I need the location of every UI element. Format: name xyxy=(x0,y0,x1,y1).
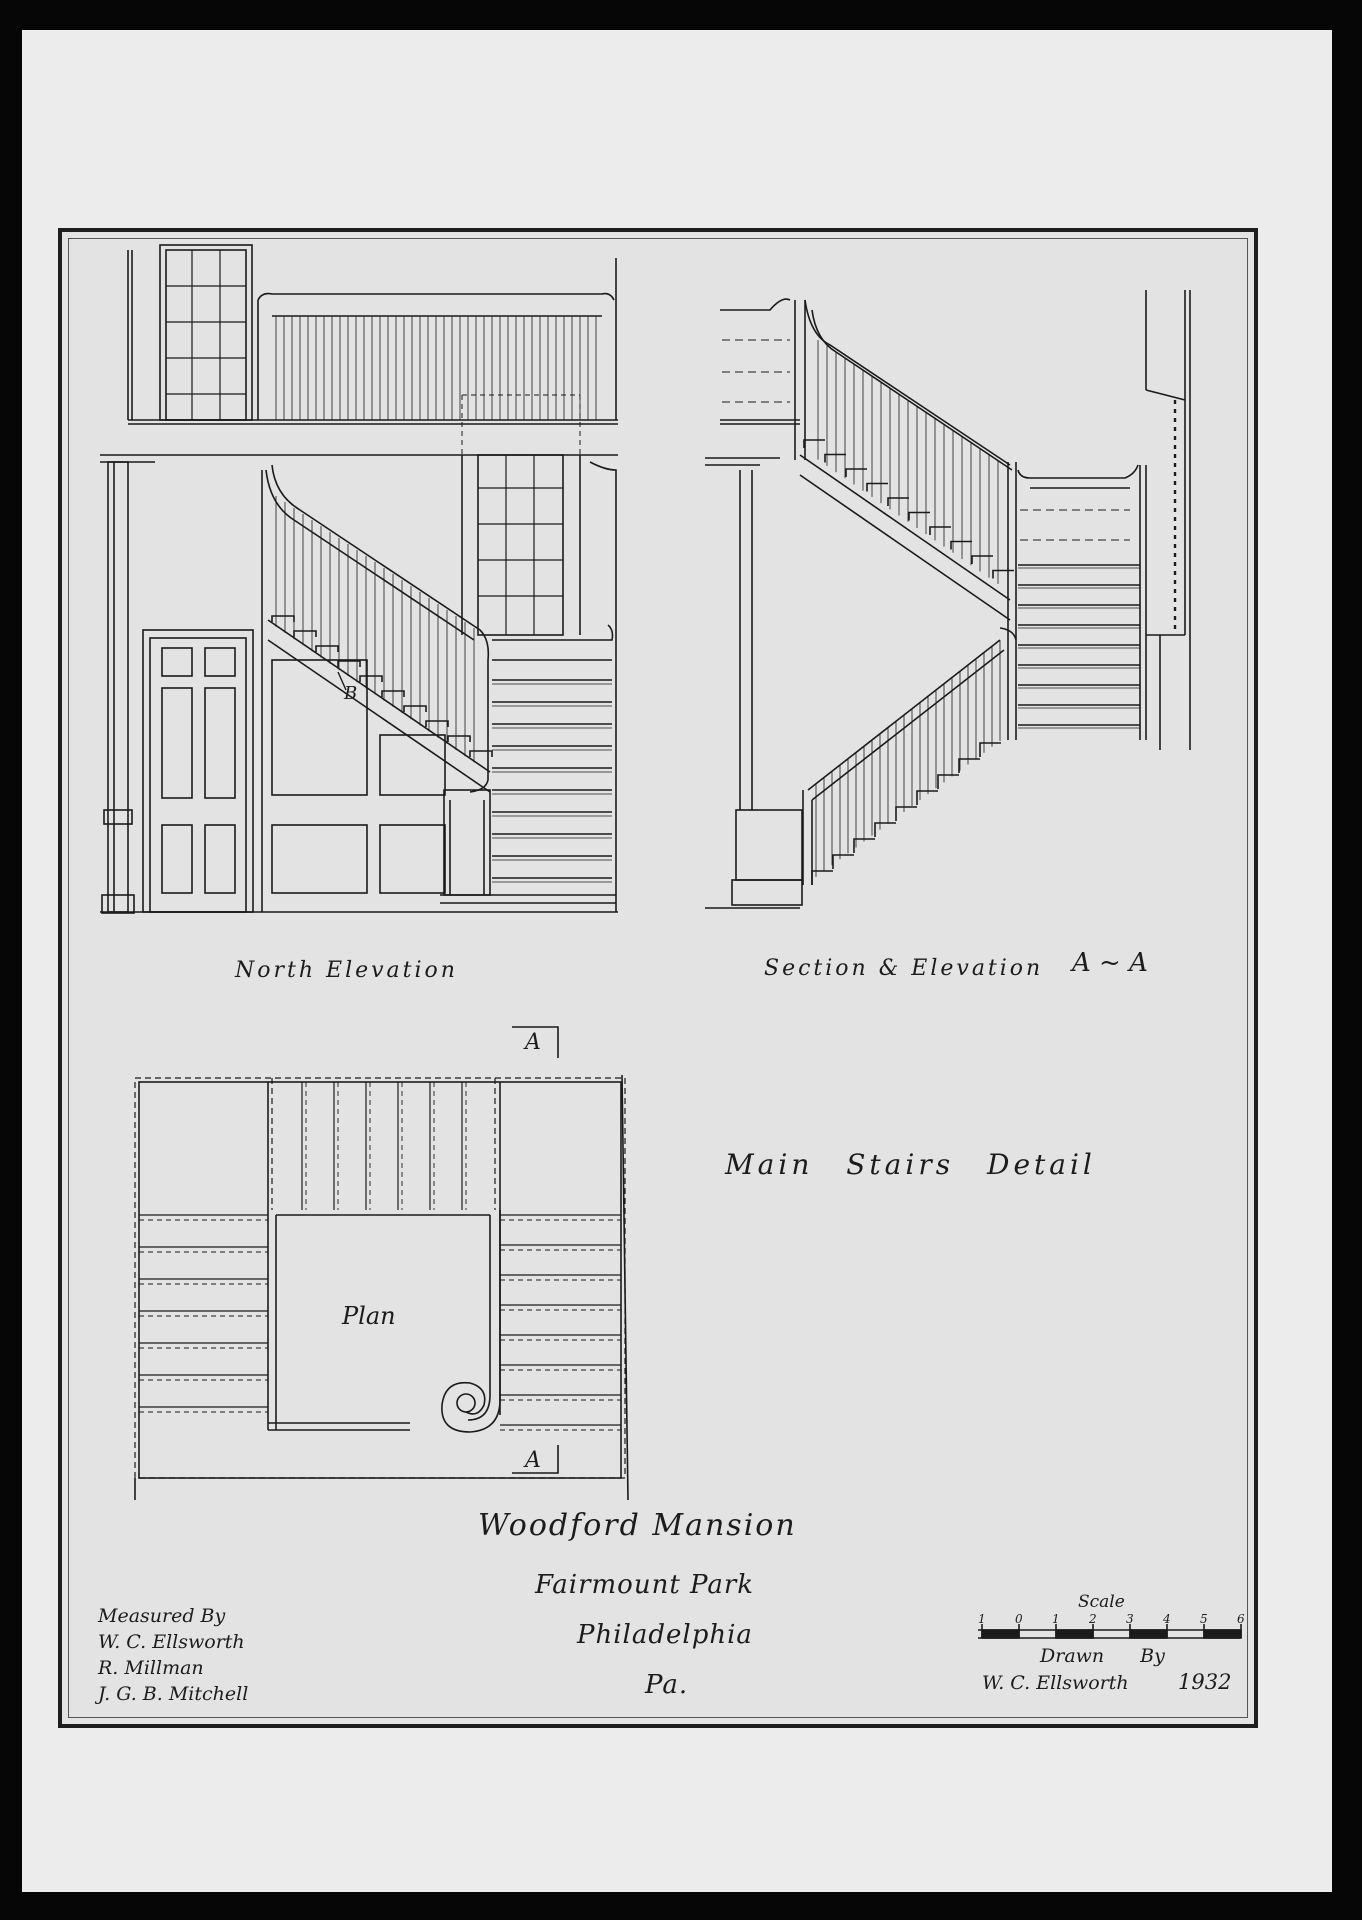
state-name: Pa. xyxy=(645,1670,689,1700)
sheet-title: Main Stairs Detail xyxy=(725,1148,1096,1181)
scale-tick-label: 3 xyxy=(1126,1612,1134,1626)
measurer-2: R. Millman xyxy=(98,1657,204,1679)
city-name: Philadelphia xyxy=(577,1620,753,1650)
sheet-border xyxy=(68,238,1248,1718)
cut-mark-top: A xyxy=(525,1030,541,1055)
scale-bar xyxy=(978,1624,1242,1639)
scale-tick-label: 6 xyxy=(1237,1612,1245,1626)
scale-tick-label: 4 xyxy=(1163,1612,1171,1626)
section-elevation-drawing xyxy=(705,290,1191,909)
drawer-name: W. C. Ellsworth xyxy=(982,1672,1129,1694)
park-name: Fairmount Park xyxy=(535,1570,755,1600)
drawing-year: 1932 xyxy=(1178,1670,1232,1694)
measured-by-block: Measured By W. C. Ellsworth R. Millman J… xyxy=(98,1603,248,1707)
north-elevation-label: North Elevation xyxy=(235,958,458,983)
north-elevation-drawing xyxy=(100,244,618,914)
tread-mark-b: B xyxy=(344,683,358,704)
scale-label: Scale xyxy=(1078,1592,1125,1612)
building-name: Woodford Mansion xyxy=(478,1508,797,1543)
scale-tick-label: 1 xyxy=(1052,1612,1060,1626)
measurer-3: J. G. B. Mitchell xyxy=(98,1683,249,1705)
section-mark-label: A ~ A xyxy=(1072,948,1148,978)
scale-tick-label: 2 xyxy=(1089,1612,1097,1626)
section-elevation-label: Section & Elevation xyxy=(764,956,1044,981)
plan-label: Plan xyxy=(342,1302,396,1330)
scale-tick-label: 1 xyxy=(978,1612,986,1626)
measured-by-label: Measured By xyxy=(98,1605,226,1627)
plan-drawing xyxy=(134,1026,629,1501)
drawn-by-label: Drawn By xyxy=(1040,1645,1165,1667)
cut-mark-bottom: A xyxy=(525,1448,541,1473)
measurer-1: W. C. Ellsworth xyxy=(98,1631,245,1653)
scale-tick-label: 0 xyxy=(1015,1612,1023,1626)
scale-tick-label: 5 xyxy=(1200,1612,1208,1626)
